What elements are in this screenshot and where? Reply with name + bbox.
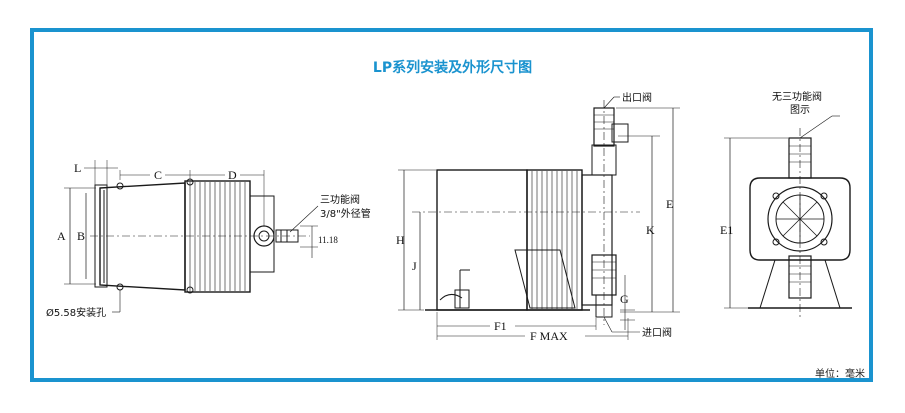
callout-no-valve-line1: 无三功能阀 [772,90,822,103]
callout-inlet-valve: 进口阀 [642,326,672,339]
left-view [64,160,319,313]
right-view [724,115,852,320]
label-B: B [77,229,85,243]
callout-no-valve-line2: 图示 [790,104,810,116]
label-A: A [57,229,66,243]
diagram-frame [30,28,873,382]
label-E1: E1 [720,223,733,237]
label-E: E [666,197,673,211]
label-F1: F1 [494,319,507,333]
callout-tube-size: 3/8"外径管 [320,207,371,220]
label-H: H [396,233,405,247]
callout-outlet-valve: 出口阀 [622,91,652,104]
label-F-MAX: F MAX [530,329,568,343]
callout-mount-hole: Ø5.58安装孔 [46,306,106,319]
center-view [398,96,680,340]
labels: L C D A B 三功能阀 3/8"外径管 11.18 Ø5.58安装孔 出口… [46,90,822,343]
label-J: J [412,259,417,273]
callout-three-function-valve: 三功能阀 [320,193,360,206]
dim-value-11-18: 11.18 [318,235,338,245]
label-C: C [154,168,162,182]
diagram-title: LP系列安装及外形尺寸图 [372,60,533,76]
label-L: L [74,161,81,175]
label-K: K [646,223,655,237]
label-G: G [620,292,629,306]
unit-note: 单位：毫米 [815,369,865,380]
label-D: D [228,168,237,182]
